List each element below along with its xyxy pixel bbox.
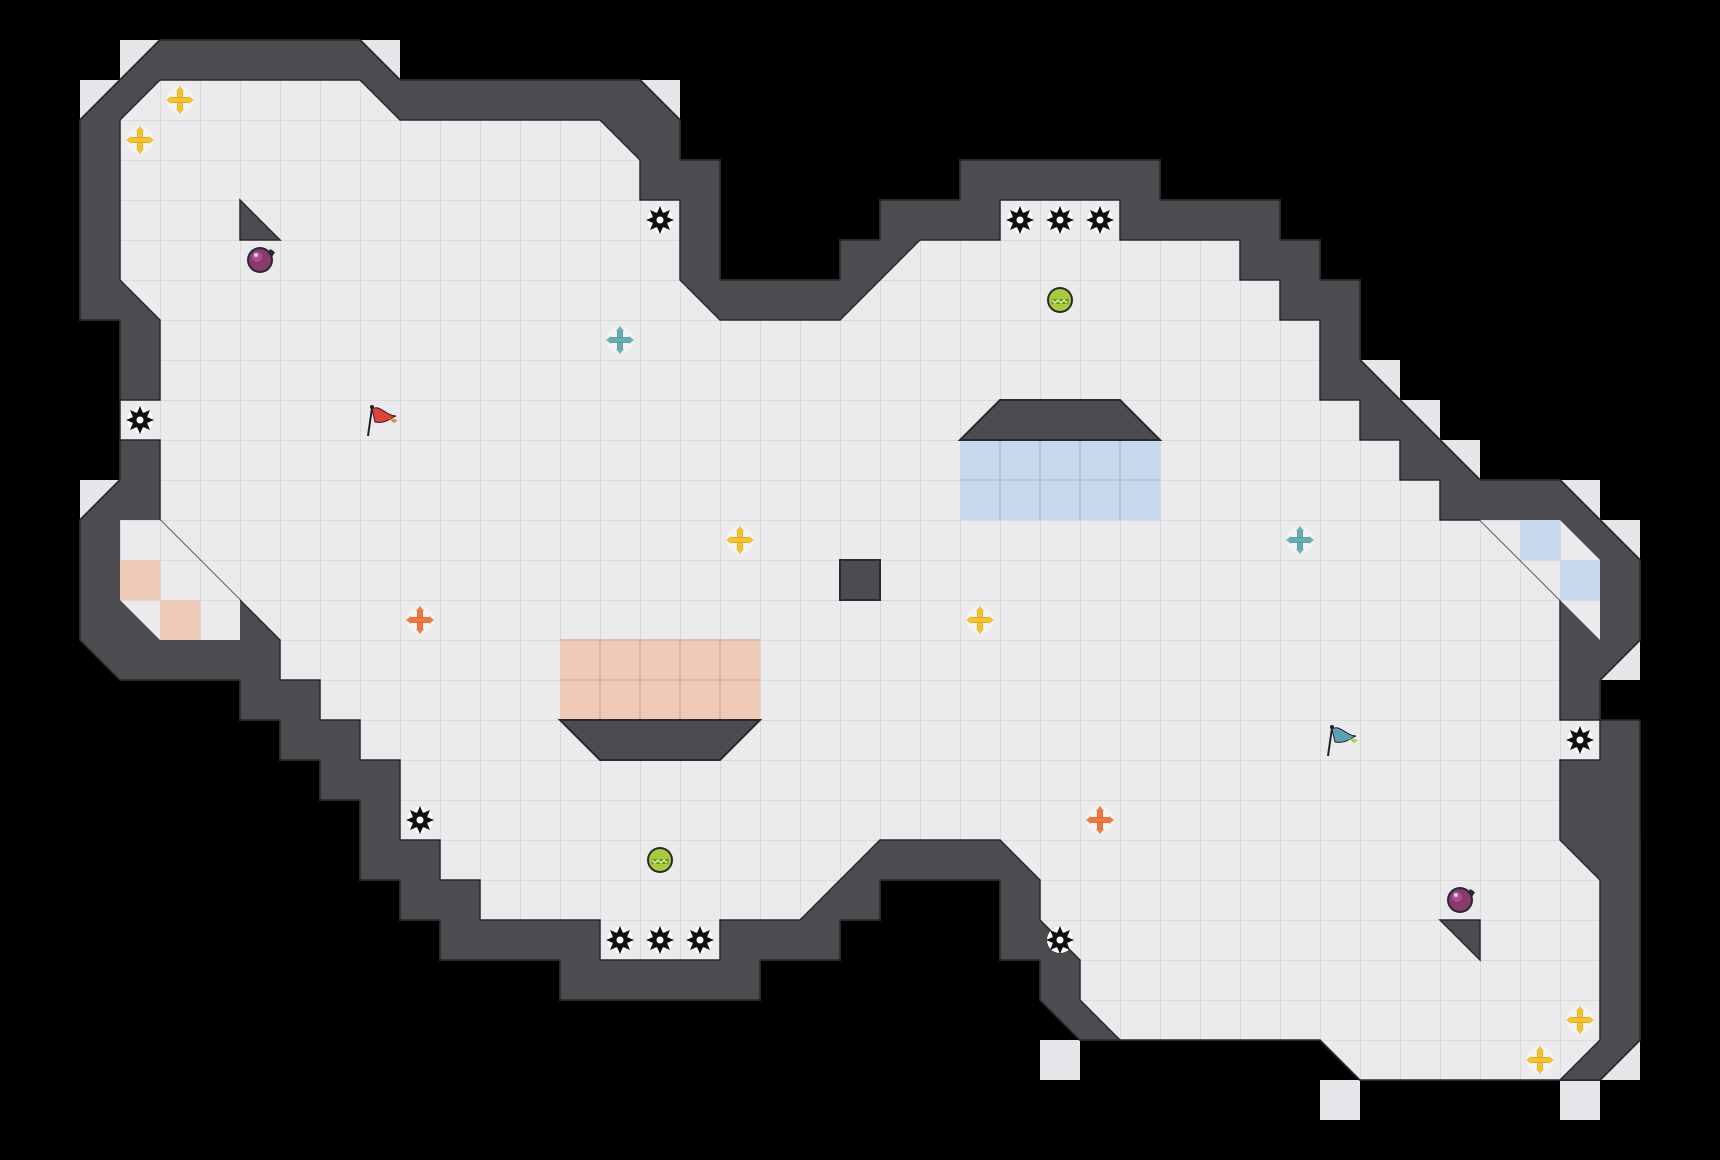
spike-icon [686,926,714,954]
spike-icon [1566,726,1594,754]
corner-wedge [239,198,282,241]
boost-icon [1046,286,1074,314]
spike-icon [1006,206,1034,234]
orange-powerup-icon [1085,805,1115,835]
center-block [839,559,881,601]
wall-block-red [557,719,763,761]
right-pocket-floor [1480,520,1600,640]
spike-icon [1046,926,1074,954]
spike-icon [1046,206,1074,234]
spike-icon [646,206,674,234]
blue-zone-tile [1520,520,1560,560]
spike-icon [406,806,434,834]
yellow-powerup-icon [125,125,155,155]
spike-icon [1086,206,1114,234]
teal-powerup-icon [1285,525,1315,555]
yellow-powerup-icon [1525,1045,1555,1075]
red-zone-tile [160,600,200,640]
left-pocket-floor [120,520,240,640]
spike-icon [646,926,674,954]
red-zone-tile [120,560,160,600]
spike-icon [126,406,154,434]
blue-zone-tile [1560,560,1600,600]
yellow-powerup-icon [165,85,195,115]
yellow-powerup-icon [725,525,755,555]
boost-icon [646,846,674,874]
arena-wall-shell [79,39,1641,1081]
corner-wedge [1438,919,1481,962]
orange-powerup-icon [405,605,435,635]
yellow-powerup-icon [1565,1005,1595,1035]
spike-icon [606,926,634,954]
yellow-powerup-icon [965,605,995,635]
wall-block-blue [957,399,1163,441]
teal-powerup-icon [605,325,635,355]
